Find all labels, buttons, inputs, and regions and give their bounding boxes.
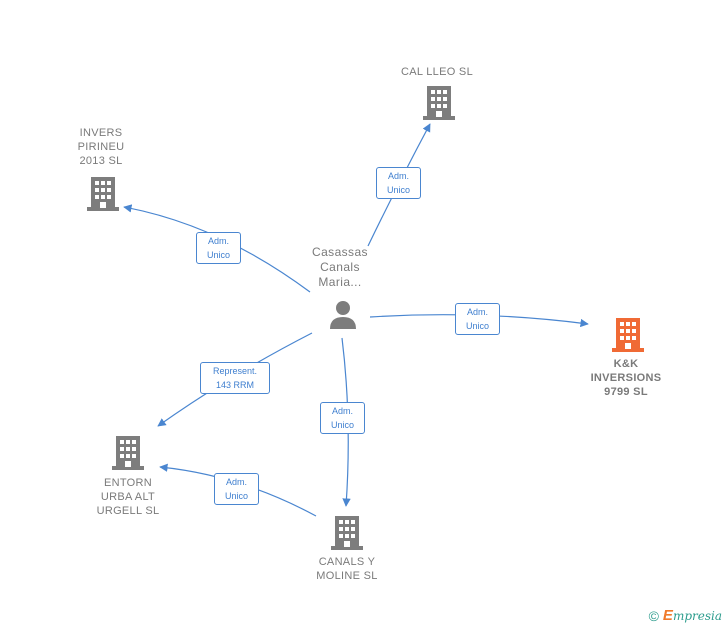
company-label-kk-inversions[interactable]: K&K INVERSIONS 9799 SL <box>590 358 662 398</box>
edge-label-adm-unico-canals[interactable]: Adm. Unico <box>320 402 365 434</box>
building-icon[interactable] <box>423 84 455 120</box>
person-label-casassas-canals-maria[interactable]: Casassas Canals Maria... <box>312 245 368 289</box>
brand-logo: Empresia <box>662 607 722 624</box>
building-icon[interactable] <box>87 175 119 211</box>
building-icon[interactable] <box>331 514 363 550</box>
company-label-cal-lleo[interactable]: CAL LLEO SL <box>401 66 473 78</box>
building-highlight-icon[interactable] <box>612 316 644 352</box>
edge-label-adm-unico-canals-entorn[interactable]: Adm. Unico <box>214 473 259 505</box>
person-icon[interactable] <box>328 299 358 329</box>
edge-label-adm-unico-kk[interactable]: Adm. Unico <box>455 303 500 335</box>
footer-brand: © Empresia <box>649 607 722 624</box>
copyright-icon: © <box>648 607 659 624</box>
edge-label-adm-unico-invers[interactable]: Adm. Unico <box>196 232 241 264</box>
edge-label-represent-entorn[interactable]: Represent. 143 RRM <box>200 362 270 394</box>
company-label-canals-y-moline[interactable]: CANALS Y MOLINE SL <box>316 556 378 582</box>
company-label-invers-pirineu[interactable]: INVERS PIRINEU 2013 SL <box>77 127 125 167</box>
edge-label-adm-unico-cal-lleo[interactable]: Adm. Unico <box>376 167 421 199</box>
company-label-entorn-urba-alt-urgell[interactable]: ENTORN URBA ALT URGELL SL <box>96 477 160 517</box>
building-icon[interactable] <box>112 434 144 470</box>
